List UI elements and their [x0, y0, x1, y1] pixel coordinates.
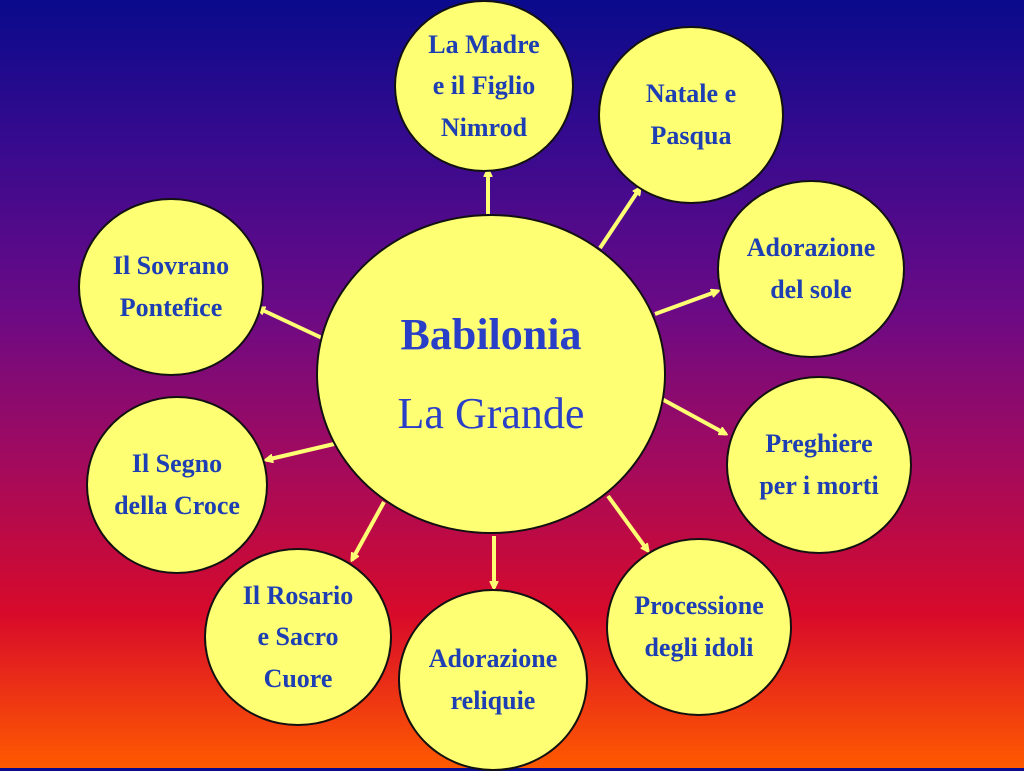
arrow-to-natale-pasqua	[598, 188, 640, 250]
arrow-to-sovrano-pontefice	[258, 306, 323, 340]
arrow-to-processione-idoli	[606, 494, 648, 551]
arrow-to-adorazione-sole	[654, 291, 718, 316]
arrow-to-preghiere-morti	[659, 396, 726, 436]
center-title-line2: La Grande	[397, 389, 585, 438]
center-node-babilonia: Babilonia La Grande	[316, 214, 666, 534]
arrow-to-rosario-sacro-cuore	[350, 501, 386, 560]
center-title-line1: Babilonia	[400, 309, 582, 359]
arrow-to-segno-croce	[266, 442, 335, 460]
